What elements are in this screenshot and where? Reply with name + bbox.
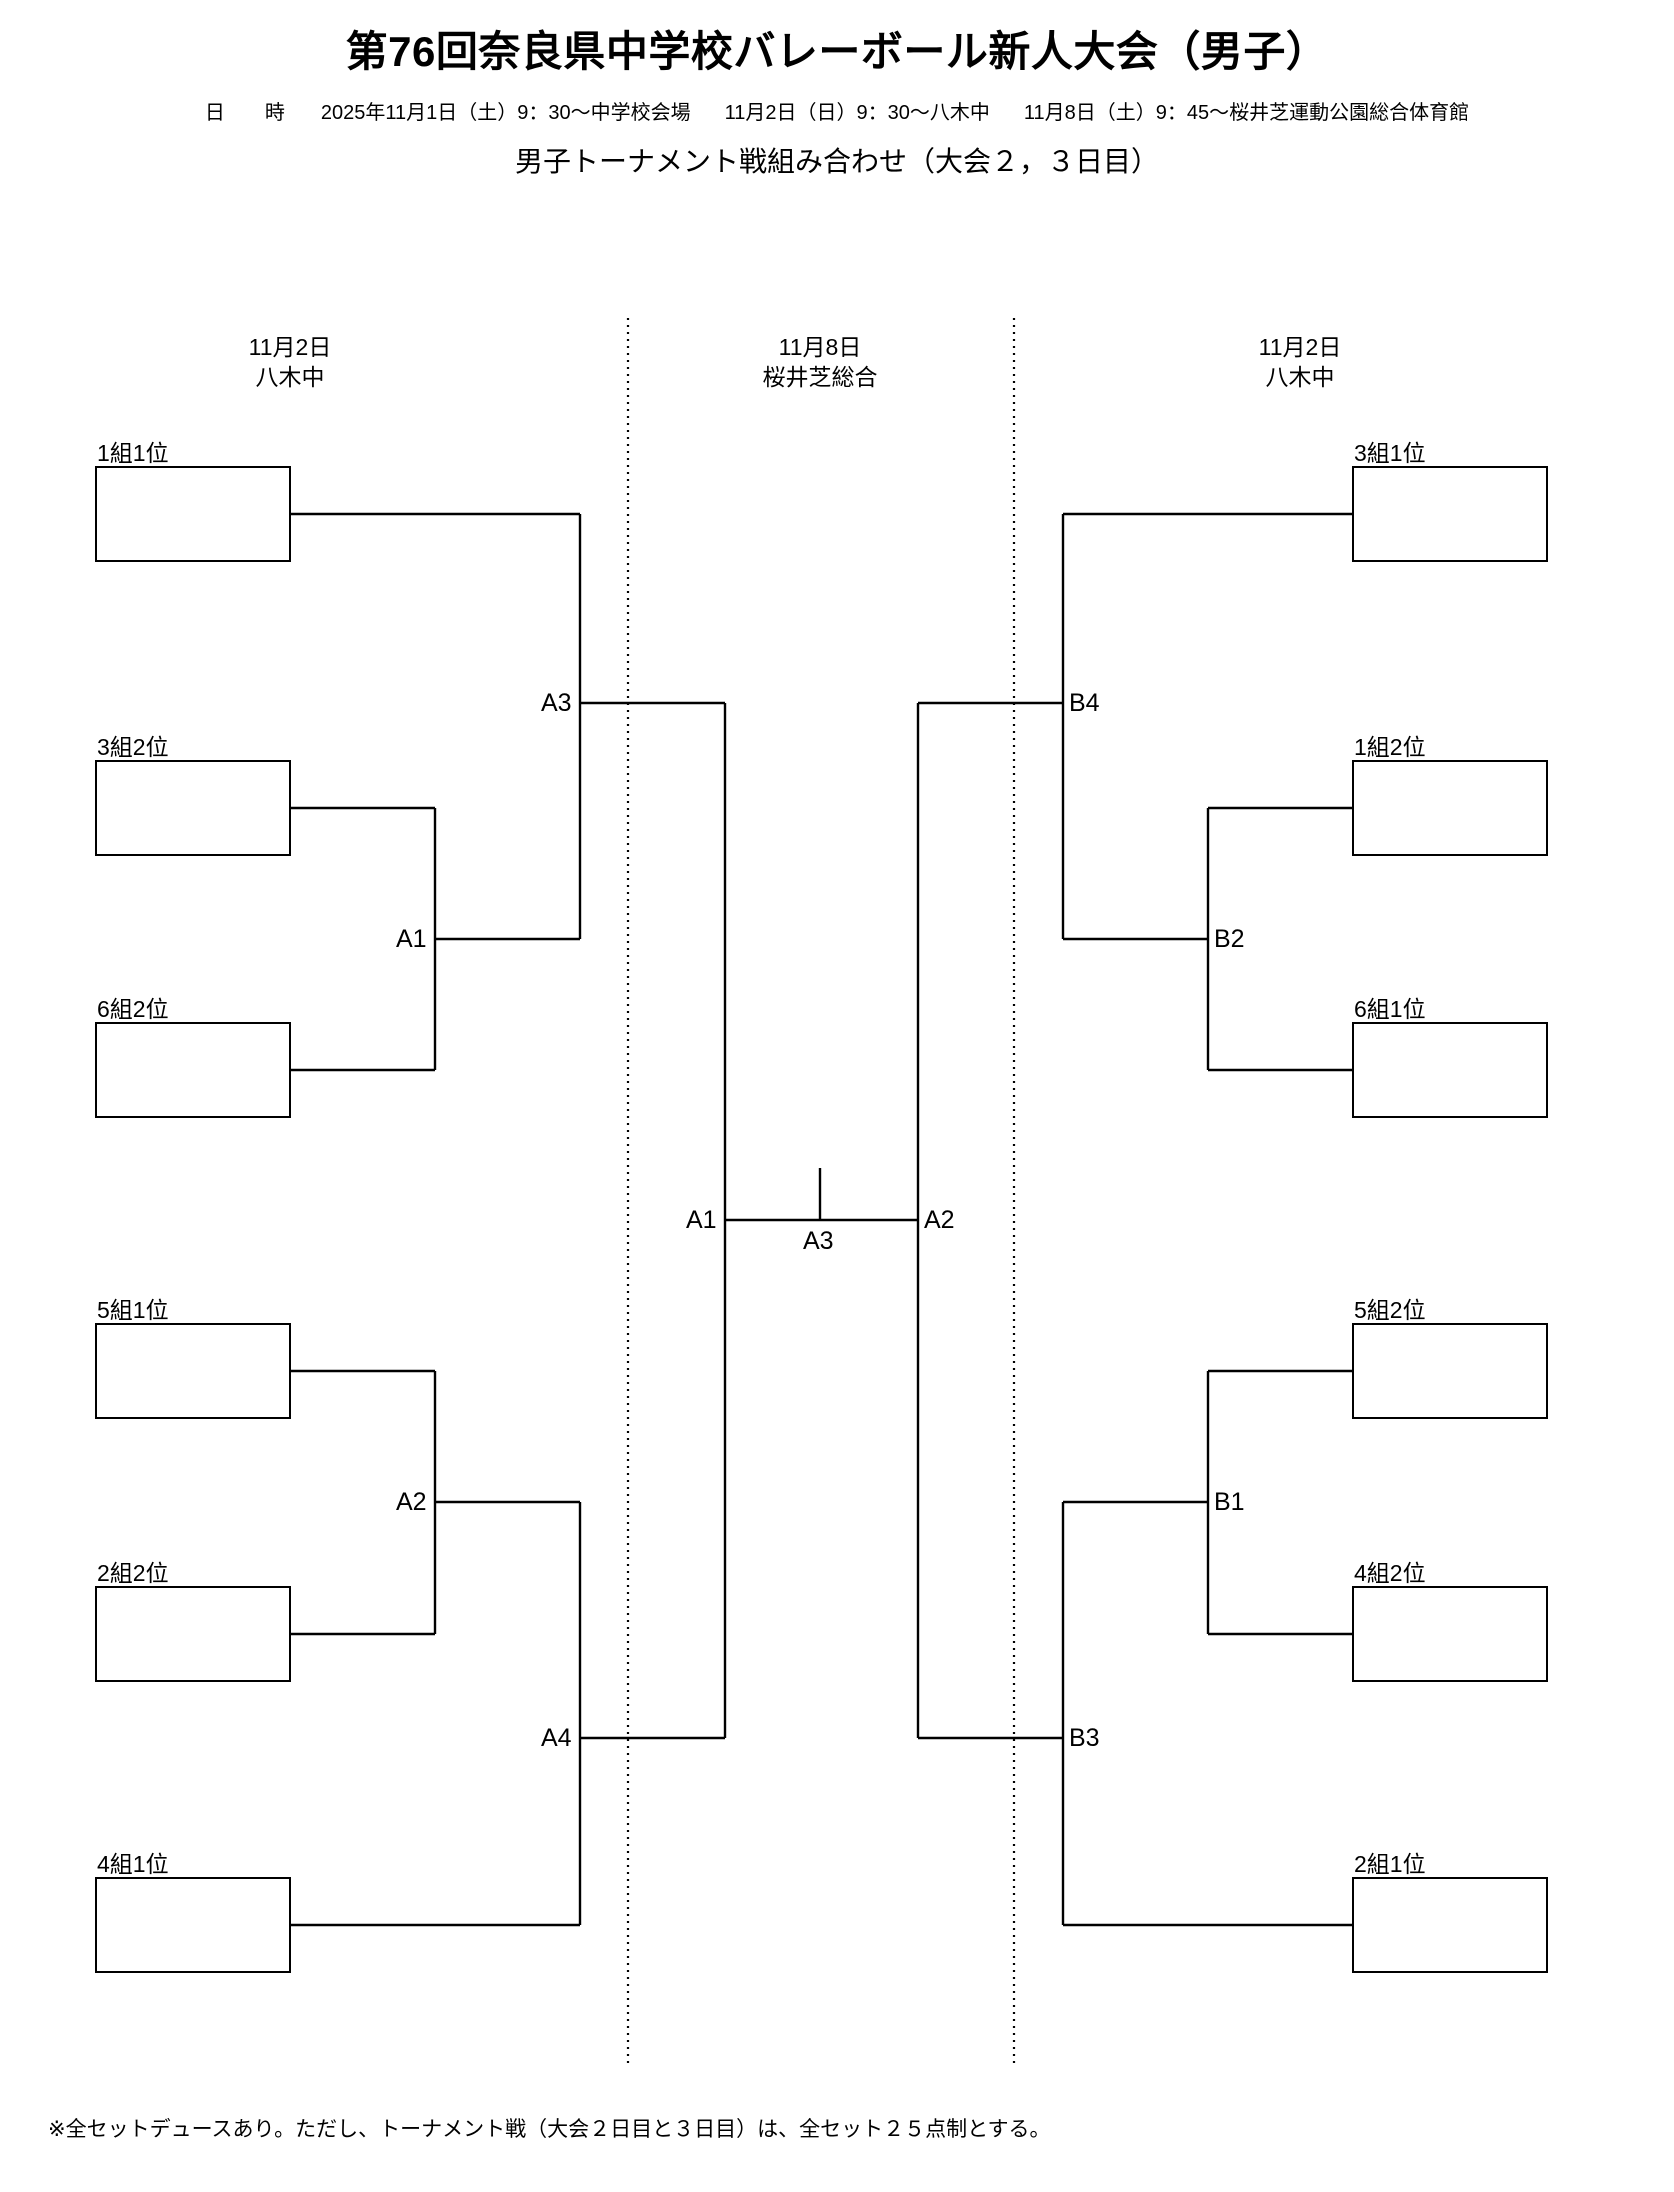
- seed-box-l-bot3[interactable]: [95, 1877, 291, 1973]
- venue-header-center: 11月8日 桜井芝総合: [690, 332, 950, 393]
- seed-box-l-bot2[interactable]: [95, 1586, 291, 1682]
- schedule-segment-3: 11月8日（土）9：45〜桜井芝運動公園総合体育館: [1023, 102, 1470, 124]
- venue-right-date: 11月2日: [1258, 334, 1342, 360]
- page-title: 第76回奈良県中学校バレーボール新人大会（男子）: [345, 28, 1329, 75]
- match-label-a2: A2: [396, 1488, 427, 1516]
- seed-box-l-top1[interactable]: [95, 466, 291, 562]
- page-subtitle: 男子トーナメント戦組み合わせ（大会２，３日目）: [514, 146, 1159, 177]
- seed-label-r-top1: 3組1位: [1354, 440, 1426, 466]
- venue-header-left: 11月2日 八木中: [160, 332, 420, 393]
- seed-box-l-top2[interactable]: [95, 760, 291, 856]
- seed-box-l-bot1[interactable]: [95, 1323, 291, 1419]
- seed-label-r-bot1: 5組2位: [1354, 1297, 1426, 1323]
- final-label-center: A3: [803, 1227, 834, 1255]
- schedule-label: 日 時: [204, 102, 295, 124]
- match-label-b3: B3: [1069, 1724, 1100, 1752]
- seed-box-r-top3[interactable]: [1352, 1022, 1548, 1118]
- match-label-a1: A1: [396, 925, 427, 953]
- seed-label-l-top3: 6組2位: [97, 996, 169, 1022]
- venue-center-date: 11月8日: [778, 334, 862, 360]
- venue-right-place: 八木中: [1265, 364, 1335, 391]
- seed-label-l-bot3: 4組1位: [97, 1851, 169, 1877]
- match-label-b4: B4: [1069, 689, 1100, 717]
- venue-center-place: 桜井芝総合: [762, 364, 878, 391]
- final-label-right: A2: [924, 1206, 955, 1234]
- seed-label-l-top1: 1組1位: [97, 440, 169, 466]
- venue-left-place: 八木中: [255, 364, 325, 391]
- seed-box-r-bot1[interactable]: [1352, 1323, 1548, 1419]
- seed-label-r-top2: 1組2位: [1354, 734, 1426, 760]
- schedule-segment-1: 2025年11月1日（土）9：30〜中学校会場: [320, 102, 691, 124]
- seed-label-l-bot1: 5組1位: [97, 1297, 169, 1323]
- venue-left-date: 11月2日: [248, 334, 332, 360]
- seed-label-r-bot2: 4組2位: [1354, 1560, 1426, 1586]
- venue-header-right: 11月2日 八木中: [1170, 332, 1430, 393]
- seed-box-r-top1[interactable]: [1352, 466, 1548, 562]
- seed-label-l-top2: 3組2位: [97, 734, 169, 760]
- match-label-a3: A3: [541, 689, 572, 717]
- final-label-left: A1: [686, 1206, 717, 1234]
- footnote: ※全セットデュースあり。ただし、トーナメント戦（大会２日目と３日目）は、全セット…: [48, 2118, 1051, 2141]
- seed-box-r-bot2[interactable]: [1352, 1586, 1548, 1682]
- match-label-a4: A4: [541, 1724, 572, 1752]
- seed-box-r-bot3[interactable]: [1352, 1877, 1548, 1973]
- seed-box-r-top2[interactable]: [1352, 760, 1548, 856]
- schedule-segment-2: 11月2日（日）9：30〜八木中: [724, 102, 990, 124]
- seed-label-r-bot3: 2組1位: [1354, 1851, 1426, 1877]
- seed-label-l-bot2: 2組2位: [97, 1560, 169, 1586]
- seed-label-r-top3: 6組1位: [1354, 996, 1426, 1022]
- match-label-b2: B2: [1214, 925, 1245, 953]
- match-label-b1: B1: [1214, 1488, 1245, 1516]
- schedule-line: 日 時 2025年11月1日（土）9：30〜中学校会場 11月2日（日）9：30〜八…: [0, 96, 1674, 125]
- seed-box-l-top3[interactable]: [95, 1022, 291, 1118]
